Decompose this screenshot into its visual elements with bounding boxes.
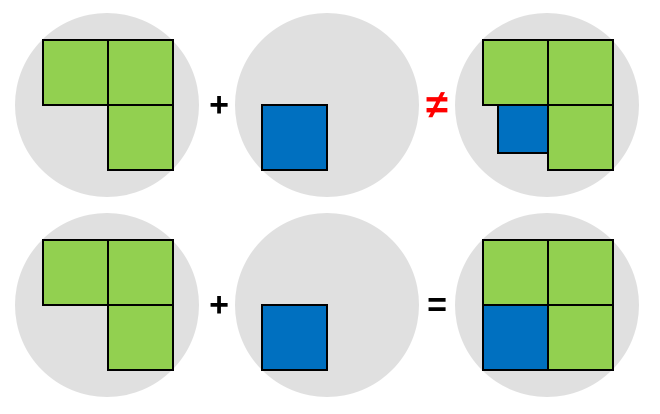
green-square	[107, 39, 174, 106]
green-square	[107, 239, 174, 306]
plus-operator: +	[209, 286, 229, 324]
green-square	[107, 304, 174, 371]
blue-square	[482, 304, 549, 371]
green-square	[42, 39, 109, 106]
blue-square	[261, 104, 328, 171]
row-2	[15, 213, 639, 397]
green-square	[547, 104, 614, 171]
green-square	[42, 239, 109, 306]
equals-operator: =	[427, 286, 447, 324]
green-square	[547, 304, 614, 371]
green-square	[107, 104, 174, 171]
green-square	[547, 39, 614, 106]
green-square	[547, 239, 614, 306]
row-1	[15, 13, 639, 197]
blue-square	[261, 304, 328, 371]
plus-operator: +	[209, 86, 229, 124]
not-equal-operator: ≠	[426, 83, 448, 127]
green-square	[482, 239, 549, 306]
blue-square-small	[497, 99, 551, 154]
green-square	[482, 39, 549, 106]
